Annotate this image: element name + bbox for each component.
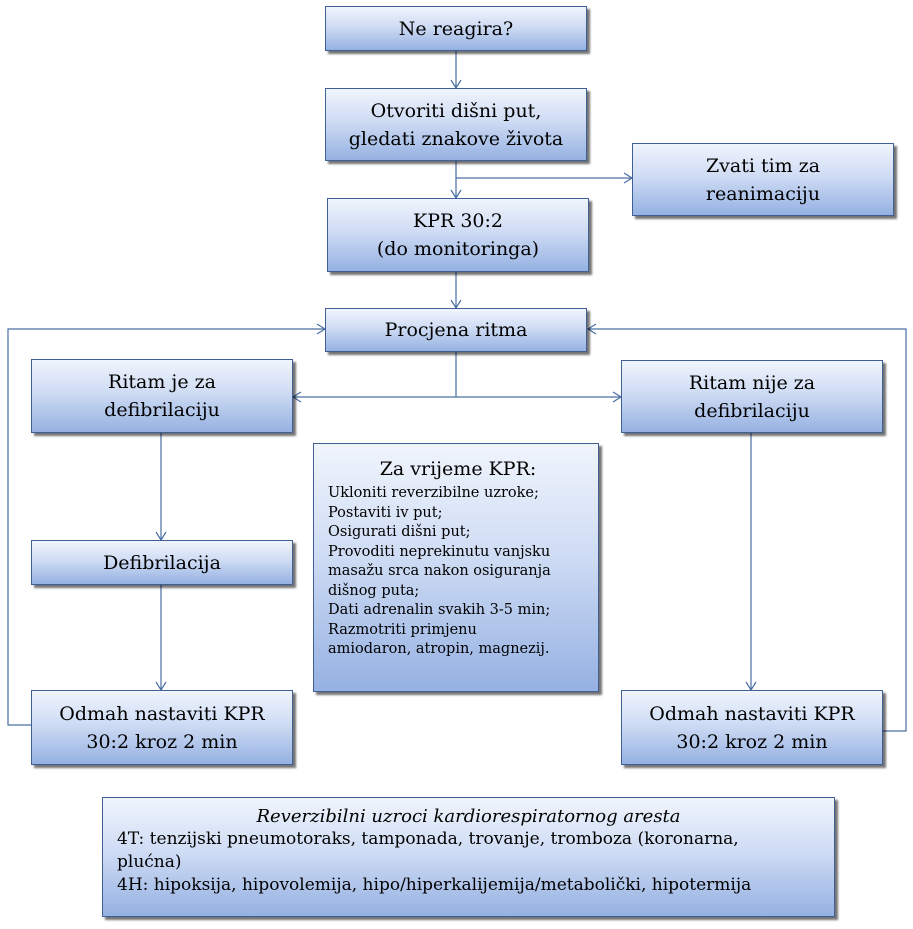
node-odmah-nastaviti-left: Odmah nastaviti KPR 30:2 kroz 2 min bbox=[31, 690, 293, 765]
node-odmah-right-line1: Odmah nastaviti KPR bbox=[649, 702, 855, 725]
panel-reverzibilni-title: Reverzibilni uzroci kardiorespiratornog … bbox=[256, 806, 681, 827]
node-ritam-za-line1: Ritam je za bbox=[108, 371, 216, 393]
list-item: masažu srca nakon osiguranja bbox=[328, 563, 551, 579]
node-ritam-za-defibrilaciju: Ritam je za defibrilaciju bbox=[31, 359, 293, 433]
line-4t: 4T: tenzijski pneumotoraks, tamponada, t… bbox=[117, 829, 739, 849]
list-item: amiodaron, atropin, magnezij. bbox=[328, 641, 550, 657]
node-ritam-nije-line1: Ritam nije za bbox=[688, 371, 816, 394]
node-defibrilacija-text: Defibrilacija bbox=[103, 551, 221, 574]
panel-za-vrijeme-kpr: Za vrijeme KPR: Ukloniti reverzibilne uz… bbox=[313, 443, 599, 692]
panel-za-vrijeme-kpr-title: Za vrijeme KPR: bbox=[379, 458, 537, 480]
node-ne-reagira: Ne reagira? bbox=[325, 6, 587, 51]
node-odmah-nastaviti-right: Odmah nastaviti KPR 30:2 kroz 2 min bbox=[621, 690, 883, 765]
node-ritam-za-line2: defibrilaciju bbox=[104, 399, 220, 421]
node-ritam-nije-line2: defibrilaciju bbox=[694, 399, 810, 422]
node-otvoriti-line2: gledati znakove života bbox=[348, 127, 564, 150]
node-odmah-left-line1: Odmah nastaviti KPR bbox=[59, 702, 265, 725]
node-procjena-ritma: Procjena ritma bbox=[325, 308, 587, 352]
panel-reverzibilni-uzroci: Reverzibilni uzroci kardiorespiratornog … bbox=[102, 797, 835, 917]
node-ne-reagira-text: Ne reagira? bbox=[398, 17, 514, 40]
node-odmah-left-line2: 30:2 kroz 2 min bbox=[86, 730, 238, 753]
node-defibrilacija: Defibrilacija bbox=[31, 540, 293, 585]
node-otvoriti-line1: Otvoriti dišni put, bbox=[370, 99, 542, 122]
line-4t-continued: plućna) bbox=[117, 852, 182, 872]
node-zvati-line1: Zvati tim za bbox=[705, 154, 821, 177]
node-odmah-right-line2: 30:2 kroz 2 min bbox=[676, 730, 828, 753]
node-kpr-line2: (do monitoringa) bbox=[376, 238, 540, 260]
connector-loop-left bbox=[7, 328, 325, 726]
node-kpr: KPR 30:2 (do monitoringa) bbox=[327, 198, 589, 272]
connector-loop-right bbox=[588, 328, 907, 732]
list-item: Dati adrenalin svakih 3-5 min; bbox=[328, 602, 551, 618]
list-item: Razmotriti primjenu bbox=[328, 621, 477, 638]
arrowhead-loop-right bbox=[586, 323, 597, 335]
list-item: Ukloniti reverzibilne uzroke; bbox=[328, 485, 539, 501]
node-kpr-line1: KPR 30:2 bbox=[413, 210, 503, 232]
line-4h: 4H: hipoksija, hipovolemija, hipo/hiperk… bbox=[117, 875, 752, 895]
arrowhead-ritam-za bbox=[291, 391, 302, 403]
list-item: Provoditi neprekinutu vanjsku bbox=[328, 543, 551, 560]
node-otvoriti-disni-put: Otvoriti dišni put, gledati znakove živo… bbox=[325, 88, 587, 161]
node-procjena-text: Procjena ritma bbox=[384, 319, 528, 341]
list-item: Osigurati dišni put; bbox=[328, 524, 471, 540]
node-zvati-line2: reanimaciju bbox=[705, 182, 821, 205]
list-item: Postaviti iv put; bbox=[328, 504, 443, 521]
node-ritam-nije-za-defibrilaciju: Ritam nije za defibrilaciju bbox=[621, 360, 883, 433]
node-zvati-tim: Zvati tim za reanimaciju bbox=[632, 143, 894, 216]
list-item: dišnog puta; bbox=[328, 582, 420, 599]
